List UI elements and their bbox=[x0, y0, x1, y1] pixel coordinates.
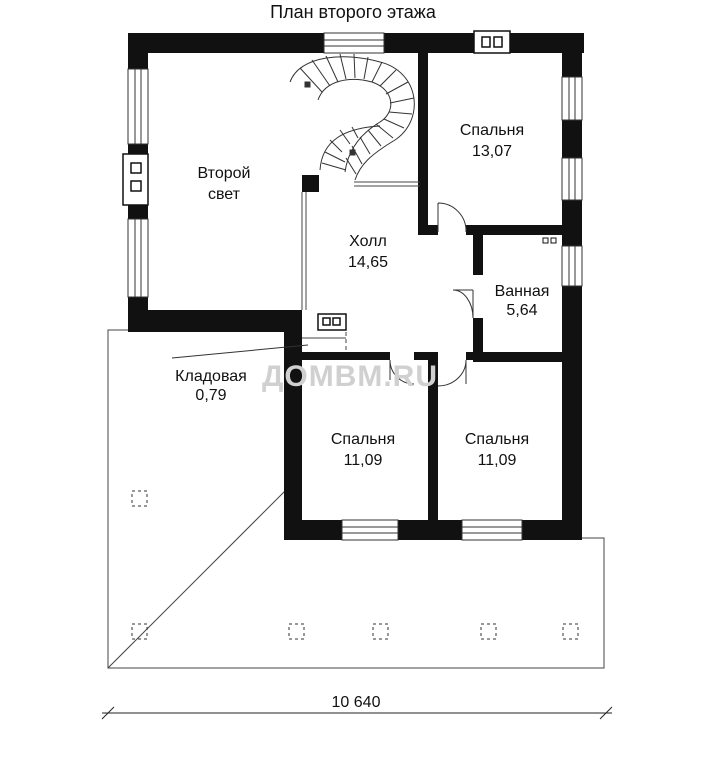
windows bbox=[127, 32, 583, 541]
window bbox=[561, 157, 583, 201]
vent-shaft-hall bbox=[317, 313, 347, 331]
room-area-bathroom: 5,64 bbox=[506, 302, 537, 319]
window bbox=[323, 32, 385, 54]
doors bbox=[389, 202, 474, 387]
vent-shaft-left bbox=[122, 153, 149, 206]
room-name-hall: Холл bbox=[349, 233, 387, 250]
vent-shaft-bath bbox=[542, 237, 557, 244]
room-area-storage: 0,79 bbox=[195, 387, 226, 404]
room-name-second-light: Второй bbox=[198, 165, 251, 182]
window bbox=[127, 218, 149, 298]
window bbox=[561, 76, 583, 121]
spiral-staircase bbox=[289, 53, 415, 181]
column-marker bbox=[131, 490, 148, 507]
column-marker bbox=[288, 623, 305, 640]
vent-shaft-top bbox=[473, 30, 511, 54]
storage-leader-line bbox=[171, 344, 309, 359]
second-light-railing bbox=[301, 181, 420, 310]
room-area-bedroom-ne: 13,07 bbox=[472, 143, 512, 160]
window bbox=[127, 68, 149, 145]
room-area-bedroom-se: 11,09 bbox=[478, 452, 517, 469]
room-name-second-light-2: свет bbox=[208, 186, 241, 203]
vent-shafts bbox=[122, 30, 557, 331]
dimension-line bbox=[101, 706, 613, 720]
room-name-bedroom-se: Спальня bbox=[465, 431, 529, 448]
walls bbox=[128, 33, 584, 540]
door-bedroom-ne bbox=[437, 202, 467, 233]
door-bedroom-sw bbox=[389, 359, 415, 385]
stair-post bbox=[304, 81, 311, 88]
plan-title: План второго этажа bbox=[270, 2, 437, 22]
window bbox=[341, 519, 399, 541]
column-marker bbox=[372, 623, 389, 640]
room-labels: Второй свет Спальня 13,07 Холл 14,65 Ван… bbox=[175, 122, 549, 469]
watermark: ДОМВМ.RU bbox=[262, 360, 438, 393]
column-markers bbox=[131, 490, 579, 640]
door-bedroom-se bbox=[437, 359, 467, 387]
room-area-hall: 14,65 bbox=[348, 254, 388, 271]
room-name-storage: Кладовая bbox=[175, 368, 247, 385]
column-marker bbox=[480, 623, 497, 640]
room-name-bedroom-sw: Спальня bbox=[331, 431, 395, 448]
dimension-label: 10 640 bbox=[332, 694, 381, 711]
room-name-bathroom: Ванная bbox=[495, 283, 550, 300]
column-marker bbox=[131, 623, 148, 640]
room-area-bedroom-sw: 11,09 bbox=[344, 452, 383, 469]
window bbox=[461, 519, 523, 541]
window bbox=[561, 245, 583, 287]
stair-post bbox=[349, 149, 356, 156]
door-bathroom bbox=[452, 289, 474, 319]
room-name-bedroom-ne: Спальня bbox=[460, 122, 524, 139]
column-marker bbox=[562, 623, 579, 640]
